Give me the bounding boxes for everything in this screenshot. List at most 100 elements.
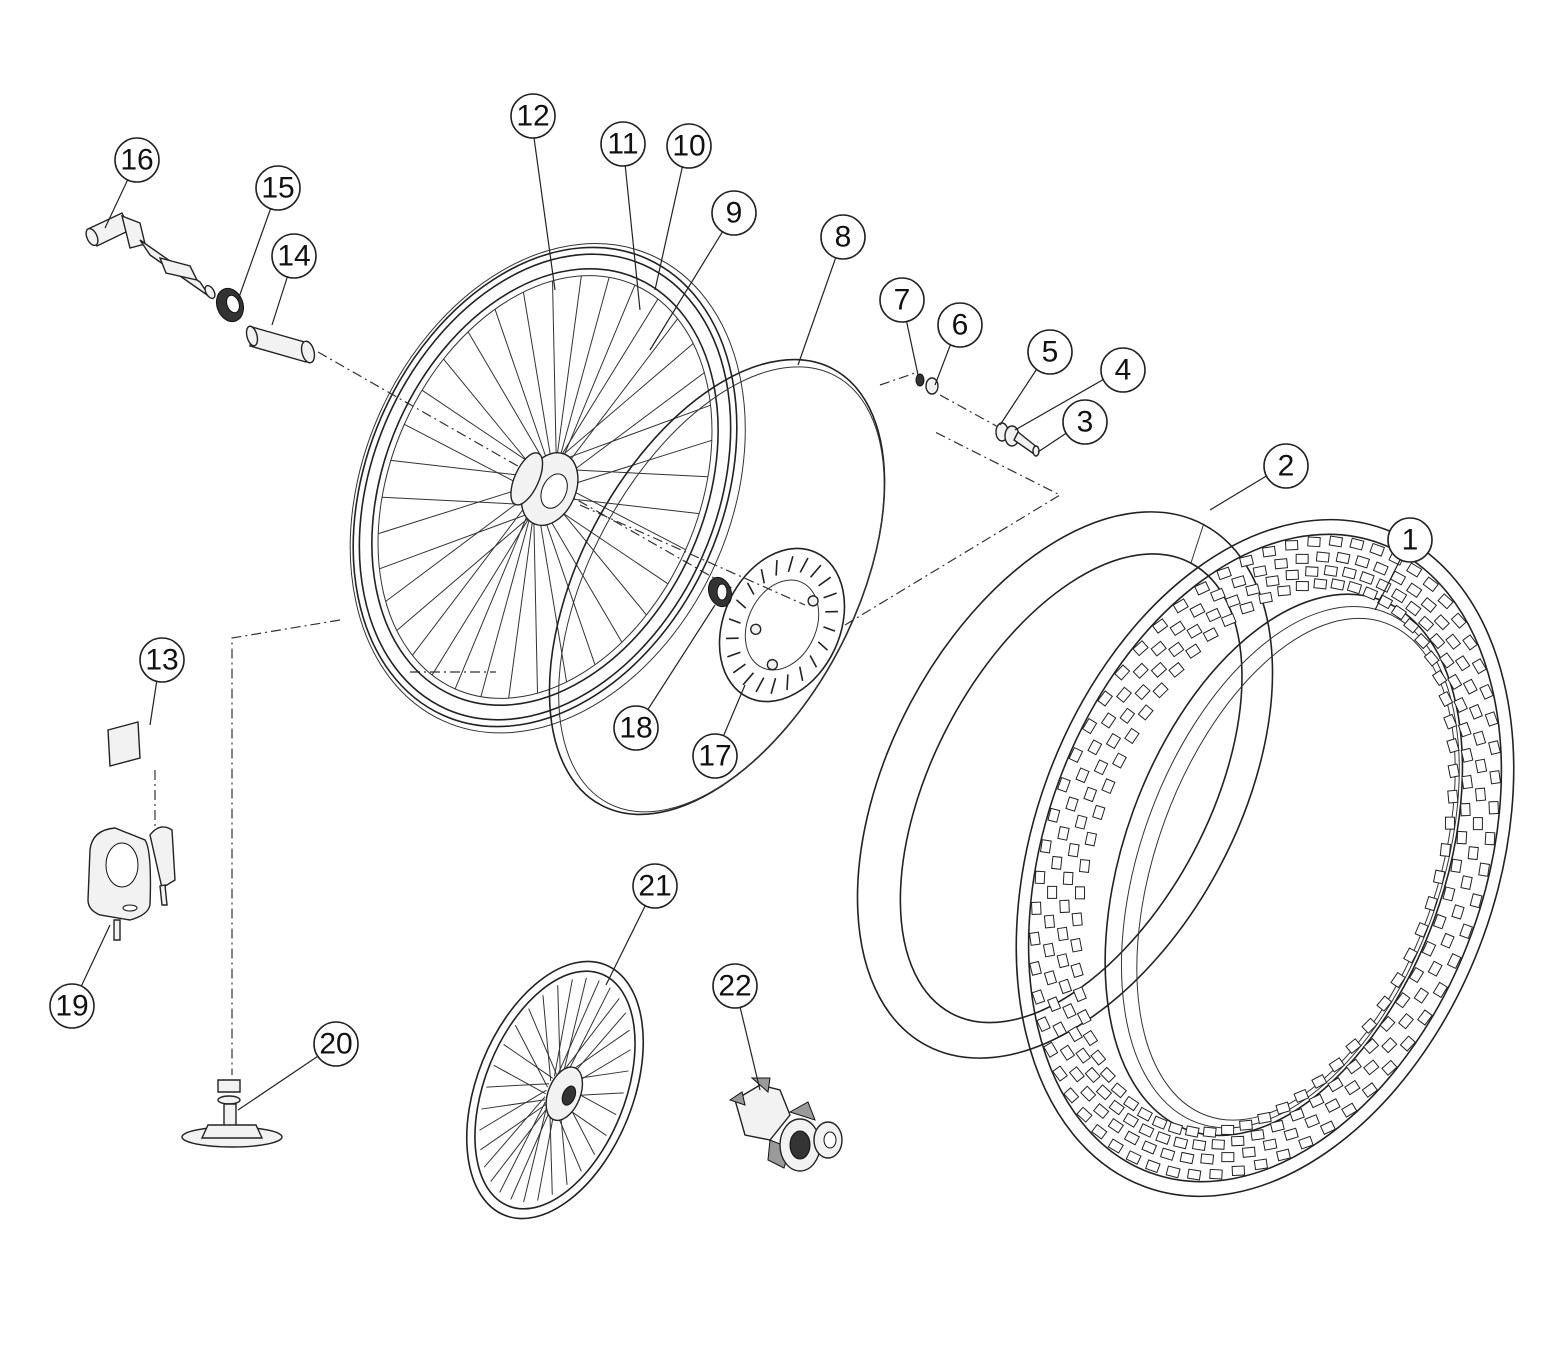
tread-block	[1056, 953, 1070, 969]
tread-block	[1186, 623, 1203, 639]
tread-block	[1231, 575, 1247, 589]
tread-block	[1439, 843, 1452, 858]
tread-block	[1184, 1125, 1200, 1138]
disc-slot	[746, 582, 755, 595]
callout-15: 15	[255, 165, 301, 211]
tread-block	[1359, 571, 1375, 585]
tread-block	[1261, 545, 1277, 558]
tread-block	[1344, 1079, 1361, 1096]
tread-block	[1432, 869, 1446, 885]
svg-text:18: 18	[619, 712, 652, 745]
tread-block	[1058, 978, 1073, 995]
tread-block	[1484, 711, 1499, 727]
callout-13: 13	[139, 637, 185, 683]
spoke	[499, 1101, 546, 1193]
tread-block	[1202, 1126, 1217, 1138]
spoke	[508, 512, 535, 699]
tread-block	[1151, 618, 1169, 634]
tread-block	[1241, 1146, 1256, 1158]
tread-block	[1029, 960, 1042, 976]
tread-block	[1165, 1165, 1181, 1179]
spoke	[483, 1096, 546, 1168]
callout-9: 9	[711, 190, 757, 236]
tread-block	[1059, 899, 1070, 914]
spoke	[390, 459, 535, 478]
tread-block	[1295, 553, 1309, 564]
callout-1: 1	[1387, 517, 1433, 563]
tread-block	[1059, 1044, 1076, 1061]
tread-block	[1341, 566, 1357, 580]
tread-block	[1134, 683, 1151, 701]
tread-block	[1265, 575, 1280, 587]
spoke	[503, 1044, 553, 1079]
tread-block	[1152, 682, 1169, 699]
spoke	[544, 510, 623, 643]
tread-block	[1446, 952, 1462, 970]
tread-block	[1093, 759, 1109, 776]
tread-block	[1172, 598, 1189, 614]
tread-block	[1211, 1139, 1225, 1150]
spoke	[454, 508, 531, 690]
tread-block	[1478, 862, 1491, 877]
callout-14: 14	[271, 233, 317, 279]
tread-block	[1253, 1158, 1269, 1171]
tread-block	[1372, 561, 1389, 576]
tread-block	[1231, 1135, 1245, 1147]
tread-block	[1379, 1015, 1396, 1033]
tread-block	[1225, 594, 1241, 609]
tread-block	[1405, 582, 1423, 599]
disc-slot	[725, 637, 739, 640]
tread-block	[1489, 770, 1502, 785]
tread-block	[1438, 652, 1455, 669]
svg-text:8: 8	[835, 221, 852, 254]
tread-block	[1467, 846, 1479, 861]
tread-block	[1431, 669, 1448, 687]
tread-block	[1420, 596, 1438, 613]
spoke	[421, 389, 540, 470]
tyre	[1015, 518, 1515, 1198]
tread-block	[1327, 1077, 1344, 1093]
tread-block	[1405, 600, 1422, 617]
tread-block	[1447, 763, 1460, 779]
tread-block	[1461, 774, 1474, 790]
tread-block	[1262, 1138, 1278, 1151]
tread-block	[1474, 758, 1488, 774]
tread-block	[1295, 581, 1309, 592]
tread-block	[1381, 1059, 1398, 1076]
tread-block	[1221, 1124, 1235, 1135]
tread-block	[1114, 664, 1131, 681]
tread-block	[1185, 643, 1202, 659]
tread-block	[1057, 826, 1070, 841]
tread-block	[1087, 739, 1103, 756]
tread-block	[1150, 661, 1168, 678]
tread-block	[1319, 1120, 1336, 1135]
svg-text:5: 5	[1042, 336, 1059, 369]
tread-block	[1097, 690, 1114, 707]
tread-block	[1076, 1008, 1092, 1026]
tread-block	[1399, 1035, 1416, 1052]
tread-block	[1462, 634, 1478, 651]
tread-block	[1039, 839, 1052, 854]
callout-2: 2	[1263, 443, 1309, 489]
tread-block	[1432, 981, 1449, 999]
tread-block	[1438, 690, 1454, 708]
tread-block	[1403, 947, 1419, 964]
tyre-tread	[1028, 535, 1502, 1181]
tread-block	[1479, 683, 1494, 700]
tread-block	[1250, 1129, 1265, 1141]
callout-21: 21	[632, 863, 678, 909]
tread-block	[1028, 931, 1041, 946]
tread-block	[1450, 858, 1463, 873]
tread-block	[1413, 987, 1430, 1004]
tread-block	[1202, 627, 1219, 643]
valve-stem	[181, 1079, 283, 1148]
wheel-bearing	[707, 576, 733, 608]
tread-block	[1417, 615, 1435, 632]
callout-18: 18	[613, 705, 659, 751]
spoke	[385, 494, 529, 602]
wheel-seal	[215, 287, 245, 323]
tread-block	[1390, 588, 1408, 604]
tread-block	[1231, 1165, 1246, 1177]
disc-slot	[809, 564, 822, 578]
valve-device	[87, 826, 176, 941]
